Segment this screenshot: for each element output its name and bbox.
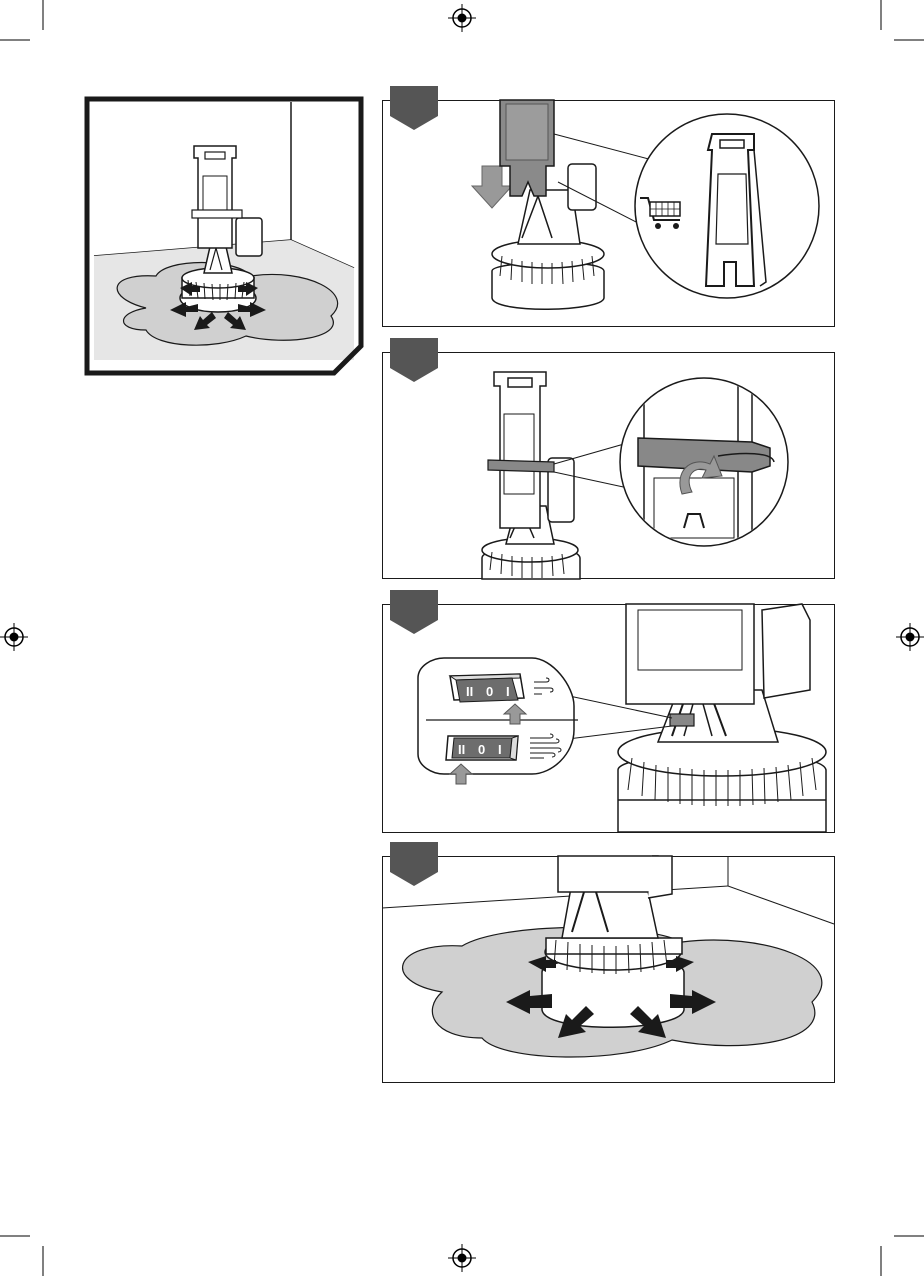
step-panel-4	[382, 842, 838, 1086]
switch-label-i-2: I	[498, 742, 502, 757]
step-panel-1	[382, 86, 838, 330]
registration-mark-left	[0, 623, 28, 651]
step-panel-2	[382, 338, 838, 582]
step-panel-3: II 0 I II 0 I	[382, 590, 838, 836]
registration-mark-top	[448, 4, 476, 32]
registration-mark-bottom	[448, 1244, 476, 1272]
switch-label-ii: II	[466, 684, 473, 699]
switch-label-ii-2: II	[458, 742, 465, 757]
overview-frame	[84, 96, 364, 376]
registration-mark-right	[896, 623, 924, 651]
switch-label-0-2: 0	[478, 742, 485, 757]
switch-label-i: I	[506, 684, 510, 699]
switch-label-0: 0	[486, 684, 493, 699]
